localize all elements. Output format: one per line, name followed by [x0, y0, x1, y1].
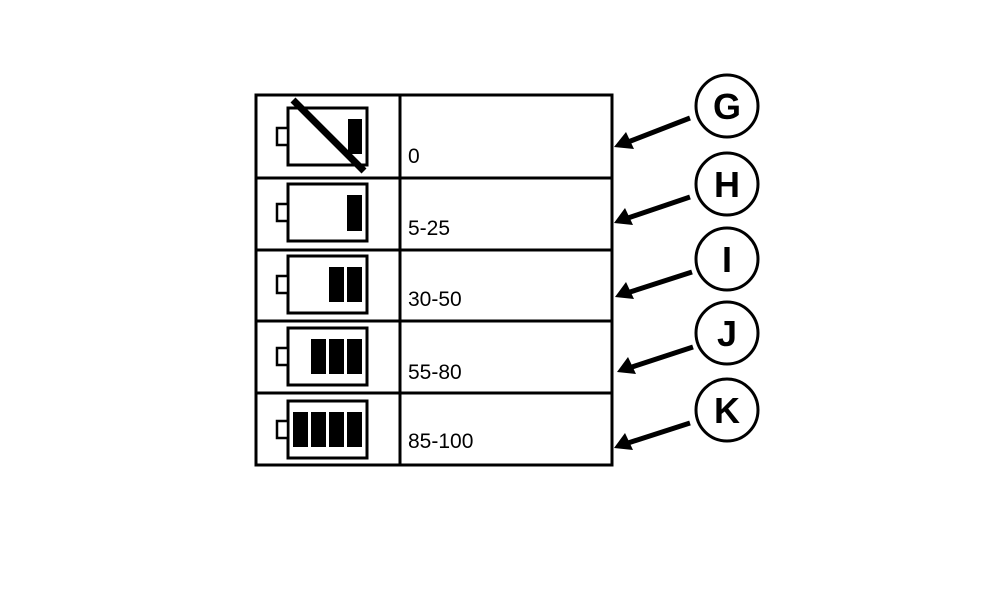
- arrow-head: [614, 132, 634, 149]
- battery-icon: [275, 326, 369, 387]
- range-label: 30-50: [408, 288, 462, 311]
- callout-letter: J: [717, 313, 737, 354]
- battery-icon: [275, 254, 369, 315]
- callout-circle: [694, 300, 760, 366]
- battery-level-table: 0 5-25 30-50: [254, 93, 614, 467]
- callout-circle: [694, 151, 760, 217]
- arrow-left-icon: [627, 115, 691, 145]
- callout: I: [615, 226, 760, 299]
- callout: H: [614, 151, 760, 225]
- callout-letter: G: [713, 86, 741, 127]
- range-label: 0: [408, 145, 420, 168]
- arrow-head: [614, 433, 633, 450]
- arrow-left-icon: [627, 194, 691, 221]
- arrow-head: [614, 208, 633, 225]
- callout-circle: [694, 73, 760, 139]
- callout-circle: [694, 377, 760, 443]
- callouts: G H I J K: [614, 73, 760, 450]
- arrow-head: [617, 357, 636, 374]
- table-row: 55-80: [275, 326, 462, 387]
- arrow-head: [615, 282, 634, 299]
- range-label: 55-80: [408, 361, 462, 384]
- arrow-left-icon: [629, 269, 693, 295]
- battery-empty-icon: [275, 97, 369, 174]
- battery-icon: [275, 399, 369, 460]
- table-row: 30-50: [275, 254, 462, 315]
- table-row: 85-100: [275, 399, 473, 460]
- callout: J: [617, 300, 760, 374]
- arrow-left-icon: [631, 344, 694, 370]
- table-row: 5-25: [275, 182, 450, 243]
- callout: K: [614, 377, 760, 450]
- arrow-left-icon: [627, 420, 691, 446]
- callout-letter: H: [714, 164, 740, 205]
- table-frame: [254, 93, 614, 467]
- callout-circle: [694, 226, 760, 292]
- battery-icon: [275, 182, 369, 243]
- table-row: 0: [275, 97, 420, 174]
- callout-letter: K: [714, 390, 740, 431]
- callout-letter: I: [722, 239, 732, 280]
- range-label: 5-25: [408, 217, 450, 240]
- range-label: 85-100: [408, 430, 473, 453]
- callout: G: [614, 73, 760, 149]
